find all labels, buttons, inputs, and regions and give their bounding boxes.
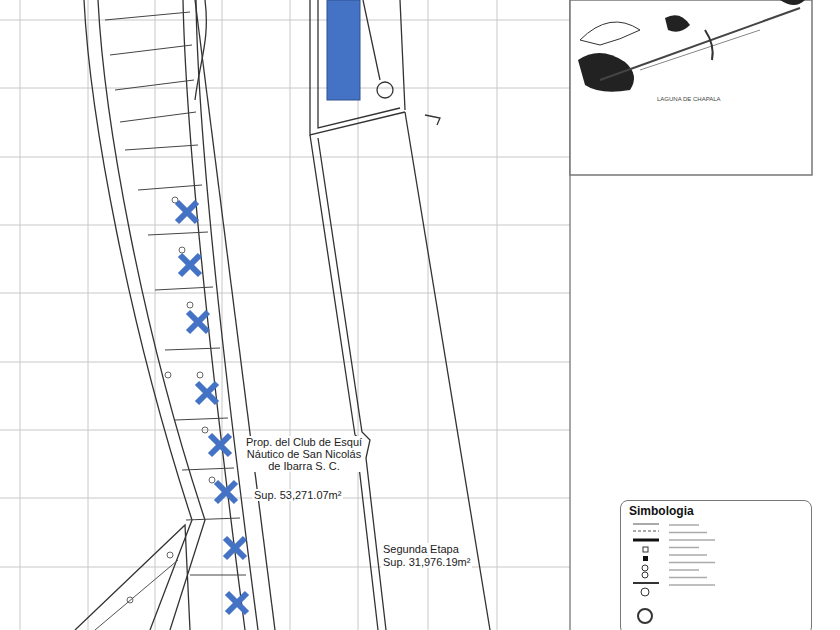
map-label: Prop. del Club de Esquí Náutico de San N… — [243, 436, 365, 472]
legend-title: Simbologia — [629, 504, 803, 518]
legend-box: Simbologia — [620, 500, 812, 630]
map-label: Sup. 53,271.07m² — [252, 489, 343, 501]
grid — [0, 0, 570, 630]
map-label: LAGUNA DE CHAPALA — [655, 96, 723, 103]
map-label: Sup. 31,976.19m² — [381, 556, 472, 568]
second-stage-boundary — [310, 0, 490, 630]
inset-map — [578, 0, 805, 92]
blue-x-marks — [177, 202, 247, 613]
road — [84, 0, 275, 630]
lot-lines — [105, 12, 246, 575]
map-label: Segunda Etapa — [381, 543, 461, 555]
legend-symbols — [629, 521, 799, 630]
